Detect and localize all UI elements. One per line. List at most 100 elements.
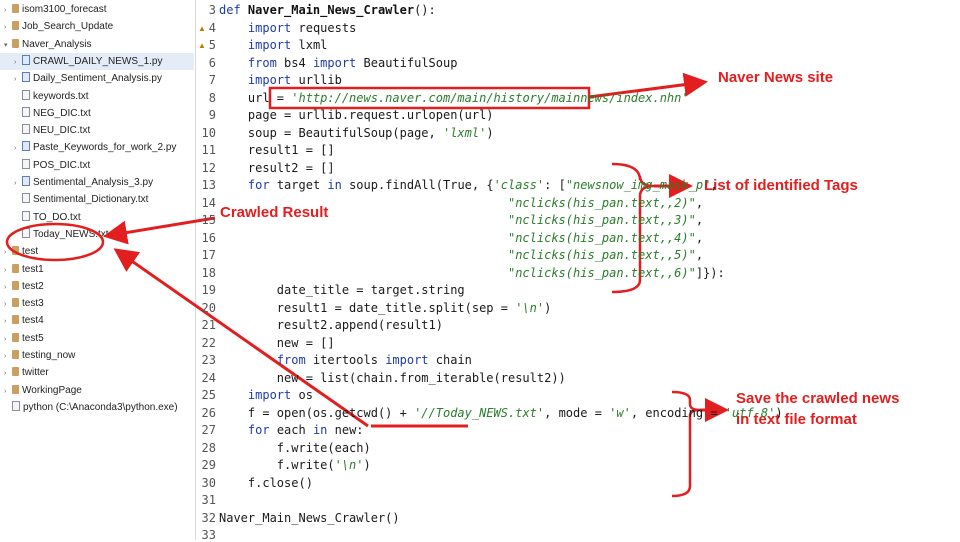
code-line: for each in new: bbox=[219, 423, 364, 437]
code-token: os bbox=[291, 388, 313, 402]
code-line: page = urllib.request.urlopen(url) bbox=[219, 108, 494, 122]
tree-item[interactable]: › test2 bbox=[0, 278, 194, 295]
code-token: in bbox=[312, 423, 328, 437]
code-token: result2 = [] bbox=[219, 160, 335, 175]
folder-icon bbox=[12, 280, 19, 290]
folder-icon bbox=[12, 263, 19, 273]
code-line: def Naver_Main_News_Crawler(): bbox=[219, 3, 436, 17]
tree-item[interactable]: › test1 bbox=[0, 261, 194, 278]
code-token: "nclicks(his_pan.text,,4)" bbox=[507, 230, 696, 245]
chevron-right-icon[interactable]: › bbox=[4, 335, 7, 343]
line-number: 33 bbox=[201, 528, 216, 542]
code-line: soup = BeautifulSoup(page, 'lxml') bbox=[219, 126, 494, 140]
tree-item[interactable]: ›test bbox=[0, 243, 194, 260]
code-line: result2 = [] bbox=[219, 161, 335, 175]
code-token: new: bbox=[327, 423, 364, 437]
chevron-down-icon[interactable]: ▾ bbox=[4, 41, 8, 49]
chevron-right-icon[interactable]: › bbox=[4, 249, 7, 257]
code-line: result1 = [] bbox=[219, 143, 335, 157]
chevron-right-icon[interactable]: › bbox=[14, 58, 17, 66]
code-line: import os bbox=[219, 388, 313, 402]
tree-item[interactable]: ›Daily_Sentiment_Analysis.py bbox=[0, 70, 194, 87]
tree-item-label: Sentimental_Analysis_3.py bbox=[33, 177, 154, 188]
tree-item[interactable]: › Sentimental_Analysis_3.py bbox=[0, 174, 194, 191]
code-token: new = [] bbox=[219, 335, 335, 350]
line-number: 9 bbox=[208, 108, 216, 122]
tree-item[interactable]: › CRAWL_DAILY_NEWS_1.py bbox=[0, 52, 194, 70]
code-token: import bbox=[385, 353, 429, 367]
warning-marker-icon[interactable]: ▲ bbox=[198, 41, 206, 50]
tree-item-label: NEG_DIC.txt bbox=[33, 107, 91, 119]
tree-item-label: python (C:\Anaconda3\python.exe) bbox=[23, 401, 178, 413]
chevron-right-icon[interactable]: › bbox=[4, 7, 7, 14]
tree-item[interactable]: NEU_DIC.txt bbox=[0, 122, 194, 139]
panel-divider bbox=[195, 0, 196, 540]
chevron-right-icon[interactable]: › bbox=[4, 266, 7, 274]
code-token: , encoding = bbox=[630, 405, 725, 420]
tree-item-label: isom3100_forecast bbox=[22, 4, 107, 15]
chevron-right-icon[interactable]: › bbox=[4, 283, 7, 291]
warning-marker-icon[interactable]: ▲ bbox=[198, 23, 206, 33]
code-line: from itertools import chain bbox=[219, 353, 472, 367]
chevron-right-icon[interactable]: › bbox=[4, 387, 7, 395]
tree-item-label: test2 bbox=[22, 280, 44, 292]
code-line: f.close() bbox=[219, 476, 313, 490]
chevron-right-icon[interactable]: › bbox=[14, 180, 17, 187]
tree-item[interactable]: ›test3 bbox=[0, 295, 194, 312]
url-highlight-box bbox=[268, 86, 591, 110]
chevron-right-icon[interactable]: › bbox=[4, 353, 7, 360]
chevron-right-icon[interactable]: › bbox=[4, 24, 7, 32]
code-token: result2.append(result1) bbox=[219, 318, 443, 332]
code-token: soup = BeautifulSoup(page, bbox=[219, 125, 443, 140]
tree-item[interactable]: ›testing_now bbox=[0, 347, 194, 364]
code-token: , bbox=[695, 248, 704, 262]
tree-item[interactable]: Sentimental_Dictionary.txt bbox=[0, 191, 194, 208]
tree-item[interactable]: ›test5 bbox=[0, 330, 194, 347]
tree-item[interactable]: › isom3100_forecast bbox=[0, 1, 194, 18]
chevron-right-icon[interactable]: › bbox=[4, 301, 7, 309]
text-file-icon bbox=[22, 210, 30, 221]
code-token: Naver_Main_News_Crawler() bbox=[219, 510, 400, 525]
tree-item-label: Job_Search_Update bbox=[22, 21, 114, 33]
code-token bbox=[219, 73, 248, 87]
project-explorer: › isom3100_forecast › Job_Search_Update ▾Nav… bbox=[0, 0, 195, 540]
tree-item[interactable]: ›WorkingPage bbox=[0, 382, 194, 399]
code-line: "nclicks(his_pan.text,,4)", bbox=[219, 231, 703, 245]
line-number: 21 bbox=[201, 318, 216, 332]
tree-item[interactable]: ›Paste_Keywords_for_work_2.py bbox=[0, 139, 194, 156]
code-token: in bbox=[327, 178, 342, 192]
tree-item-label: test1 bbox=[22, 263, 44, 275]
tree-item[interactable]: ▾Naver_Analysis bbox=[0, 36, 194, 53]
tree-item[interactable]: python (C:\Anaconda3\python.exe) bbox=[0, 399, 194, 416]
tree-item-label: CRAWL_DAILY_NEWS_1.py bbox=[33, 55, 163, 67]
tree-item-label: twitter bbox=[22, 367, 49, 379]
tree-item[interactable]: › twitter bbox=[0, 364, 194, 381]
chevron-right-icon[interactable]: › bbox=[14, 145, 17, 153]
tree-item-label: test4 bbox=[22, 315, 44, 327]
code-token: (): bbox=[414, 3, 436, 17]
code-token: Naver_Main_News_Crawler bbox=[247, 3, 415, 17]
text-file-icon bbox=[22, 124, 30, 135]
line-number: 25 bbox=[201, 388, 216, 402]
tree-item[interactable]: TO_DO.txt bbox=[0, 209, 194, 226]
tree-item[interactable]: POS_DIC.txt bbox=[0, 157, 194, 174]
code-token: '\n' bbox=[515, 300, 545, 315]
code-line: "nclicks(his_pan.text,,3)", bbox=[219, 213, 703, 227]
code-line: date_title = target.string bbox=[219, 283, 465, 297]
chevron-right-icon[interactable]: › bbox=[4, 318, 7, 326]
tree-item-label: keywords.txt bbox=[33, 90, 89, 102]
line-number: 6 bbox=[208, 55, 216, 70]
tree-item[interactable]: NEG_DIC.txt bbox=[0, 105, 194, 122]
chevron-right-icon[interactable]: › bbox=[14, 76, 17, 84]
filename-to-file-arrow bbox=[113, 248, 369, 428]
folder-icon bbox=[12, 298, 19, 308]
chevron-right-icon[interactable]: › bbox=[4, 370, 7, 378]
tree-item[interactable]: keywords.txt bbox=[0, 88, 194, 105]
line-number: 30 bbox=[201, 475, 216, 490]
code-line: import requests bbox=[219, 21, 356, 35]
folder-icon bbox=[12, 315, 19, 325]
tree-item[interactable]: › test4 bbox=[0, 312, 194, 329]
folder-icon bbox=[12, 246, 19, 256]
tree-item[interactable]: › Job_Search_Update bbox=[0, 18, 194, 35]
